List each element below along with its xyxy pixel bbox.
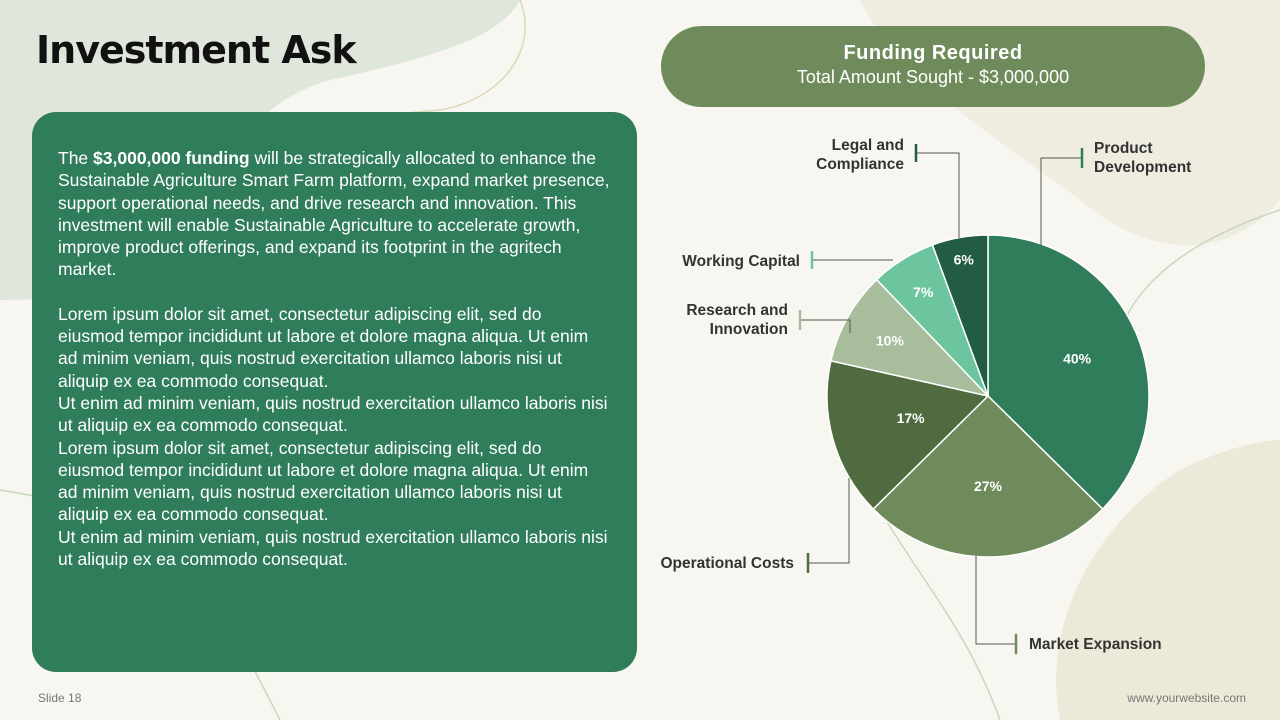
funding-subtitle: Total Amount Sought - $3,000,000 — [796, 67, 1070, 87]
leader-line-market-expansion — [975, 556, 1016, 645]
category-label-working-capital: Working Capital — [682, 253, 800, 270]
value-label-research-and-innovation: 10% — [876, 333, 905, 349]
slide-number: Slide 18 — [38, 691, 82, 705]
lorem-paragraph-1: Lorem ipsum dolor sit amet, consectetur … — [58, 303, 589, 391]
website-link[interactable]: www.yourwebsite.com — [1127, 691, 1246, 705]
slide-title: Investment Ask — [36, 28, 357, 72]
lorem-paragraph-2: Ut enim ad minim veniam, quis nostrud ex… — [58, 392, 608, 436]
value-label-operational-costs: 17% — [897, 410, 926, 426]
value-label-working-capital: 7% — [913, 284, 934, 300]
funding-required-banner: Funding Required Total Amount Sought - $… — [661, 26, 1205, 107]
funding-amount-highlight: $3,000,000 funding — [93, 148, 250, 168]
leader-line-legal-and-compliance — [916, 152, 960, 238]
value-label-market-expansion: 27% — [974, 478, 1003, 494]
lorem-paragraph-4: Ut enim ad minim veniam, quis nostrud ex… — [58, 526, 608, 570]
description-paragraph: The $3,000,000 funding will be strategic… — [58, 147, 611, 281]
pie-slice-research-and-innovation — [829, 278, 991, 398]
leader-line-product-development — [1040, 157, 1082, 245]
value-label-legal-and-compliance: 6% — [954, 252, 975, 268]
pie-slice-market-expansion — [872, 394, 1104, 558]
lorem-paragraph-3: Lorem ipsum dolor sit amet, consectetur … — [58, 437, 589, 525]
pie-slice-operational-costs — [826, 359, 990, 511]
para1-prefix: The — [58, 148, 94, 168]
bottom-right-blob — [1056, 440, 1280, 720]
pie-slice-legal-and-compliance — [931, 234, 989, 397]
description-panel: The $3,000,000 funding will be strategic… — [32, 112, 637, 672]
para1-text: will be strategically allocated to enhan… — [58, 148, 610, 280]
funding-heading: Funding Required — [843, 42, 1023, 64]
category-label-operational-costs: Operational Costs — [661, 555, 795, 572]
category-label-market-expansion: Market Expansion — [1029, 636, 1162, 653]
pie-slice-product-development — [987, 234, 1150, 511]
leader-line-research-and-innovation — [800, 319, 851, 333]
value-label-product-development: 40% — [1063, 351, 1092, 367]
leader-line-operational-costs — [808, 478, 850, 564]
